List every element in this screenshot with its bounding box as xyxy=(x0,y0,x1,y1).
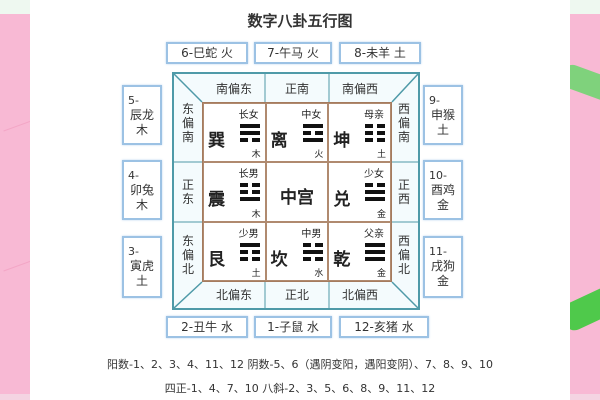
zodiac-box-top-2: 7-午马 火 xyxy=(254,42,332,64)
zodiac-number: 10- xyxy=(429,169,447,182)
trigram-cell-gen: 少男 艮 土 xyxy=(203,221,266,281)
trigram-name: 兑 xyxy=(333,190,351,211)
trigram-grid: 长女 巽 木 中女 离 火 母亲 坤 xyxy=(202,102,392,282)
zodiac-number: 9- xyxy=(429,94,440,107)
zodiac-element: 土 xyxy=(135,274,148,288)
zodiac-box-bottom-1: 2-丑牛 水 xyxy=(166,316,248,338)
trigram-name: 艮 xyxy=(208,249,225,270)
trigram-symbol-icon xyxy=(302,242,323,264)
zodiac-box-left-2: 4- 卯兔 木 xyxy=(122,160,162,220)
trigram-symbol-icon xyxy=(302,124,323,145)
center-palace-label: 中宫 xyxy=(279,188,314,209)
zodiac-box-top-3: 8-未羊 土 xyxy=(339,42,421,64)
trigram-cell-dui: 少女 兑 金 xyxy=(328,162,391,222)
trigram-cell-kan: 中男 坎 水 xyxy=(265,221,329,281)
trigram-role: 中女 xyxy=(301,110,322,121)
zodiac-box-right-1: 9- 申猴 土 xyxy=(423,85,463,145)
direction-east-south: 东偏南 xyxy=(181,102,194,144)
footer-yin-yang-numbers: 阳数-1、2、3、4、11、12 阴数-5、6（遇阴变阳，遇阳变阴）、7、8、9… xyxy=(107,358,493,371)
zodiac-animal: 寅虎 xyxy=(129,259,154,273)
center-palace-cell: 中宫 xyxy=(265,162,329,222)
direction-east-north: 东偏北 xyxy=(181,234,194,276)
trigram-cell-qian: 父亲 乾 金 xyxy=(328,221,391,281)
trigram-element: 土 xyxy=(376,150,386,161)
direction-south-east: 南偏东 xyxy=(215,82,252,96)
zodiac-animal: 戌狗 xyxy=(430,259,455,273)
trigram-name: 乾 xyxy=(333,249,351,270)
trigram-role: 少女 xyxy=(364,169,384,181)
direction-north: 正北 xyxy=(284,288,309,302)
zodiac-number: 11- xyxy=(429,245,447,258)
trigram-symbol-icon xyxy=(240,242,260,264)
trigram-cell-zhen: 长男 震 木 xyxy=(203,162,266,222)
trigram-role: 母亲 xyxy=(364,110,384,121)
direction-west-north: 西偏北 xyxy=(397,234,410,276)
frame-corner-diagonals xyxy=(174,74,418,308)
direction-east: 正东 xyxy=(181,178,194,206)
trigram-symbol-icon xyxy=(240,183,260,204)
trigram-role: 中男 xyxy=(301,228,322,240)
zodiac-box-bottom-2: 1-子鼠 水 xyxy=(254,316,332,338)
trigram-element: 金 xyxy=(376,209,386,220)
trigram-role: 长女 xyxy=(238,110,259,121)
zodiac-element: 金 xyxy=(436,198,449,212)
trigram-element: 木 xyxy=(251,209,261,220)
zodiac-animal: 辰龙 xyxy=(129,108,154,122)
trigram-symbol-icon xyxy=(365,183,386,204)
trigram-cell-li: 中女 离 火 xyxy=(265,103,329,163)
trigram-name: 震 xyxy=(208,190,225,211)
zodiac-animal: 申猴 xyxy=(430,108,455,122)
zodiac-number: 3- xyxy=(128,245,139,258)
trigram-role: 长男 xyxy=(238,169,259,181)
trigram-element: 金 xyxy=(376,268,386,279)
zodiac-animal: 卯兔 xyxy=(129,183,154,197)
zodiac-box-left-3: 3- 寅虎 土 xyxy=(122,236,162,298)
trigram-name: 坎 xyxy=(270,249,288,270)
trigram-symbol-icon xyxy=(365,242,386,264)
trigram-cell-kun: 母亲 坤 土 xyxy=(328,103,391,163)
zodiac-box-right-3: 11- 戌狗 金 xyxy=(423,236,463,298)
direction-north-east: 北偏东 xyxy=(215,288,252,302)
zodiac-element: 木 xyxy=(135,123,148,137)
zodiac-element: 土 xyxy=(436,123,449,137)
trigram-element: 土 xyxy=(251,268,261,279)
zodiac-number: 4- xyxy=(128,169,139,182)
trigram-element: 水 xyxy=(314,268,324,279)
zodiac-box-left-1: 5- 辰龙 木 xyxy=(122,85,162,145)
footer-directions-numbers: 四正-1、4、7、10 八斜-2、3、5、6、8、9、11、12 xyxy=(164,382,436,395)
zodiac-element: 木 xyxy=(135,198,148,212)
zodiac-box-right-2: 10- 酉鸡 金 xyxy=(423,160,463,220)
direction-south-west: 南偏西 xyxy=(341,82,378,96)
diagram-card: 数字八卦五行图 6-巳蛇 火 7-午马 火 8-未羊 土 2-丑牛 水 1-子鼠… xyxy=(30,0,570,400)
diagram-title: 数字八卦五行图 xyxy=(247,12,353,30)
trigram-name: 巽 xyxy=(208,131,225,151)
trigram-element: 木 xyxy=(251,150,261,161)
zodiac-box-bottom-3: 12-亥猪 水 xyxy=(339,316,429,338)
zodiac-element: 金 xyxy=(436,274,449,288)
direction-south: 正南 xyxy=(284,82,309,96)
trigram-cell-xun: 长女 巽 木 xyxy=(203,103,266,163)
trigram-role: 少男 xyxy=(238,228,259,240)
bagua-frame: 南偏东 正南 南偏西 北偏东 正北 北偏西 东偏南 正东 东偏北 西偏南 正西 … xyxy=(172,72,420,310)
trigram-element: 火 xyxy=(314,150,324,161)
direction-west: 正西 xyxy=(397,178,410,206)
zodiac-animal: 酉鸡 xyxy=(430,183,455,197)
direction-west-south: 西偏南 xyxy=(397,102,410,144)
direction-north-west: 北偏西 xyxy=(341,288,378,302)
zodiac-box-top-1: 6-巳蛇 火 xyxy=(166,42,248,64)
zodiac-number: 5- xyxy=(128,94,139,107)
trigram-symbol-icon xyxy=(365,124,386,145)
trigram-symbol-icon xyxy=(240,124,260,145)
trigram-name: 离 xyxy=(270,131,288,151)
trigram-name: 坤 xyxy=(333,131,351,151)
trigram-role: 父亲 xyxy=(364,228,384,240)
